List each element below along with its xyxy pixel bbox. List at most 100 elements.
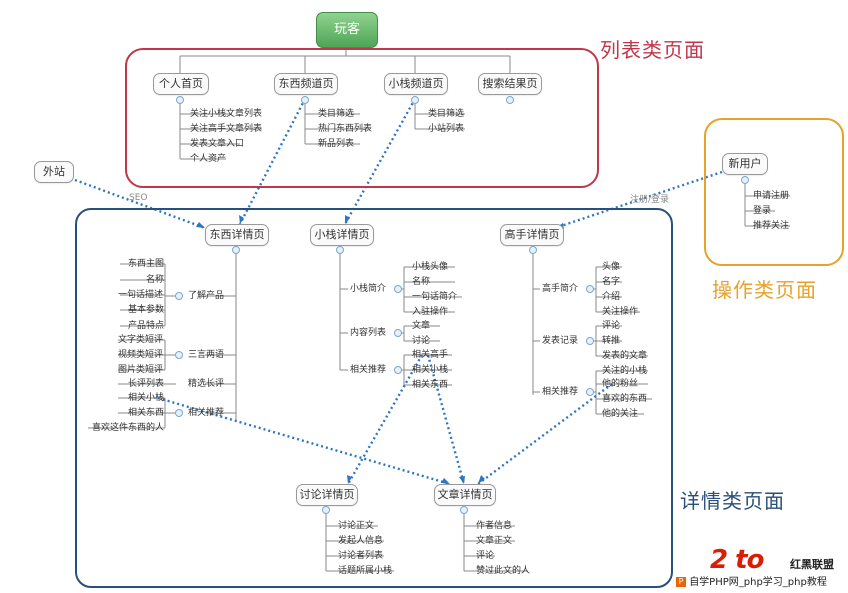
leaf: 讨论正文 bbox=[338, 521, 375, 531]
expand-dot[interactable] bbox=[741, 176, 749, 184]
leaf: 喜欢这件东西的人 bbox=[92, 423, 165, 433]
list-pages-region-label: 列表类页面 bbox=[600, 38, 705, 62]
expand-dot[interactable] bbox=[586, 285, 594, 293]
edge-label-seo: SEO bbox=[129, 193, 148, 203]
leaf: 喜欢的东西 bbox=[602, 394, 648, 404]
group-label: 小栈简介 bbox=[350, 284, 387, 294]
leaf: 图片类短评 bbox=[118, 365, 164, 375]
leaf: 推荐关注 bbox=[753, 221, 790, 231]
leaf: 小站列表 bbox=[428, 124, 465, 134]
watermark-logo: 2 to bbox=[710, 545, 764, 575]
node-external-site[interactable]: 外站 bbox=[34, 161, 74, 183]
expand-dot[interactable] bbox=[301, 96, 309, 104]
leaf: 产品特点 bbox=[128, 321, 165, 331]
leaf: 关注的小栈 bbox=[602, 366, 648, 376]
footer-text: 自学PHP网_php学习_php教程 bbox=[689, 577, 827, 588]
leaf: 申请注册 bbox=[753, 191, 790, 201]
leaf: 赞过此文的人 bbox=[476, 566, 531, 576]
expand-dot[interactable] bbox=[336, 246, 344, 254]
leaf: 关注操作 bbox=[602, 307, 639, 317]
group-label: 内容列表 bbox=[350, 328, 387, 338]
expand-dot[interactable] bbox=[232, 246, 240, 254]
leaf: 文章正文 bbox=[476, 536, 513, 546]
leaf: 类目筛选 bbox=[318, 109, 355, 119]
expand-dot[interactable] bbox=[529, 246, 537, 254]
leaf: 一句话描述 bbox=[118, 290, 164, 300]
leaf: 基本参数 bbox=[128, 305, 165, 315]
expand-dot[interactable] bbox=[394, 285, 402, 293]
expand-dot[interactable] bbox=[175, 409, 183, 417]
watermark-footer: P 自学PHP网_php学习_php教程 bbox=[676, 573, 848, 588]
leaf: 介绍 bbox=[602, 292, 621, 302]
expand-dot[interactable] bbox=[394, 329, 402, 337]
group-label: 了解产品 bbox=[188, 291, 225, 301]
leaf: 类目筛选 bbox=[428, 109, 465, 119]
leaf: 关注小栈文章列表 bbox=[190, 109, 263, 119]
leaf: 相关小栈 bbox=[128, 393, 165, 403]
group-label: 三言两语 bbox=[188, 350, 225, 360]
group-label: 高手简介 bbox=[542, 284, 579, 294]
leaf: 讨论者列表 bbox=[338, 551, 384, 561]
watermark-brand: 红黑联盟 bbox=[790, 558, 834, 571]
detail-pages-region-label: 详情类页面 bbox=[680, 489, 785, 513]
node-thing-detail[interactable]: 东西详情页 bbox=[205, 224, 269, 246]
leaf: 发表的文章 bbox=[602, 351, 648, 361]
leaf: 相关东西 bbox=[412, 380, 449, 390]
leaf: 评论 bbox=[476, 551, 495, 561]
action-pages-region bbox=[704, 118, 844, 266]
leaf: 一句话简介 bbox=[412, 292, 458, 302]
expand-dot[interactable] bbox=[586, 388, 594, 396]
leaf: 入驻操作 bbox=[412, 307, 449, 317]
leaf: 话题所属小栈 bbox=[338, 566, 393, 576]
expand-dot[interactable] bbox=[322, 506, 330, 514]
edge-label-register-login: 注册/登录 bbox=[630, 195, 670, 205]
leaf: 东西主图 bbox=[128, 259, 165, 269]
node-stall-channel[interactable]: 小栈频道页 bbox=[384, 73, 448, 95]
node-discussion-detail[interactable]: 讨论详情页 bbox=[296, 484, 358, 506]
leaf: 新品列表 bbox=[318, 139, 355, 149]
expand-dot[interactable] bbox=[586, 337, 594, 345]
leaf: 转推 bbox=[602, 336, 621, 346]
node-article-detail[interactable]: 文章详情页 bbox=[434, 484, 496, 506]
node-expert-detail[interactable]: 高手详情页 bbox=[500, 224, 564, 246]
action-pages-region-label: 操作类页面 bbox=[712, 278, 817, 302]
leaf: 名称 bbox=[146, 275, 165, 285]
leaf: 长评列表 bbox=[128, 379, 165, 389]
group-label: 发表记录 bbox=[542, 336, 579, 346]
group-label: 相关推荐 bbox=[542, 387, 579, 397]
leaf: 视频类短评 bbox=[118, 350, 164, 360]
leaf: 名字 bbox=[602, 277, 621, 287]
expand-dot[interactable] bbox=[460, 506, 468, 514]
node-thing-channel[interactable]: 东西频道页 bbox=[274, 73, 338, 95]
group-label: 精选长评 bbox=[188, 379, 225, 389]
php-icon: P bbox=[676, 577, 686, 587]
leaf: 相关东西 bbox=[128, 408, 165, 418]
leaf: 关注高手文章列表 bbox=[190, 124, 263, 134]
node-stall-detail[interactable]: 小栈详情页 bbox=[310, 224, 374, 246]
expand-dot[interactable] bbox=[411, 96, 419, 104]
expand-dot[interactable] bbox=[175, 351, 183, 359]
group-label: 相关推荐 bbox=[188, 408, 225, 418]
leaf: 热门东西列表 bbox=[318, 124, 373, 134]
leaf: 发表文章入口 bbox=[190, 139, 245, 149]
expand-dot[interactable] bbox=[176, 96, 184, 104]
node-personal-home[interactable]: 个人首页 bbox=[153, 73, 209, 95]
leaf: 相关小栈 bbox=[412, 365, 449, 375]
leaf: 登录 bbox=[753, 206, 772, 216]
expand-dot[interactable] bbox=[394, 366, 402, 374]
leaf: 他的关注 bbox=[602, 409, 639, 419]
detail-pages-region bbox=[75, 208, 673, 588]
root-node[interactable]: 玩客 bbox=[316, 12, 378, 48]
node-new-user[interactable]: 新用户 bbox=[722, 153, 768, 175]
leaf: 相关高手 bbox=[412, 350, 449, 360]
leaf: 评论 bbox=[602, 321, 621, 331]
leaf: 文章 bbox=[412, 321, 431, 331]
expand-dot[interactable] bbox=[175, 292, 183, 300]
leaf: 名称 bbox=[412, 277, 431, 287]
list-pages-region bbox=[125, 48, 599, 188]
leaf: 发起人信息 bbox=[338, 536, 384, 546]
expand-dot[interactable] bbox=[506, 96, 514, 104]
leaf: 小栈头像 bbox=[412, 262, 449, 272]
node-search-results[interactable]: 搜索结果页 bbox=[478, 73, 542, 95]
